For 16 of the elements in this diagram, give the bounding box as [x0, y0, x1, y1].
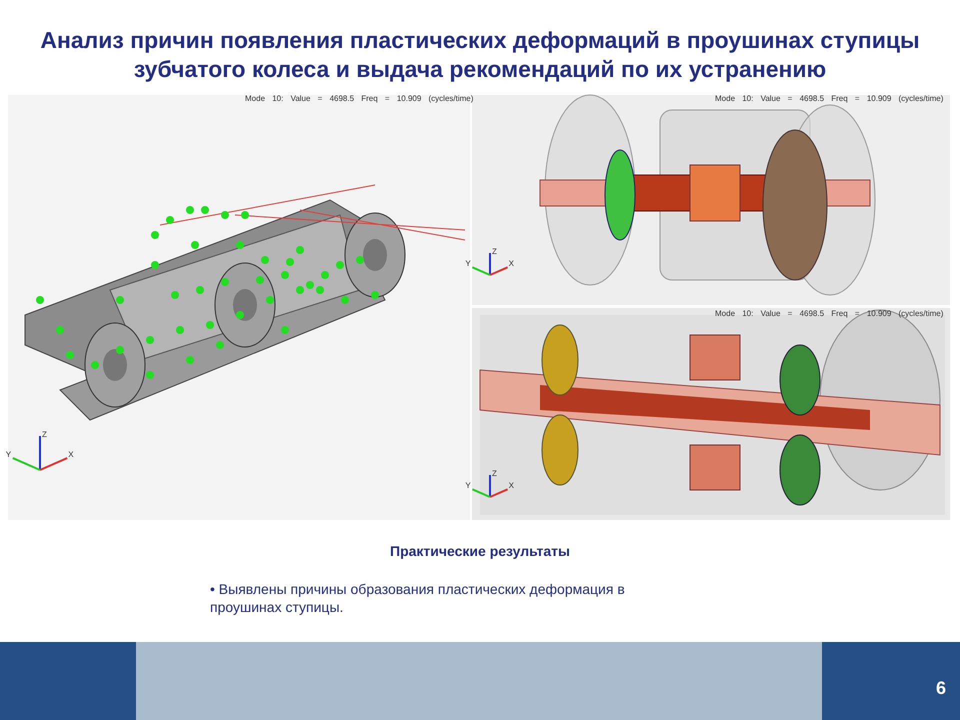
- mode-readout: Mode 10: Value = 4698.5 Freq = 10.909 (cycles/time): [245, 94, 474, 103]
- axis-label: X: [68, 450, 74, 460]
- section-heading: Практические результаты: [389, 543, 571, 559]
- axis-label: X: [508, 481, 514, 490]
- axis-label: Y: [465, 259, 471, 268]
- mode-readout: Mode 10: Value = 4698.5 Freq = 10.909 (cycles/time): [715, 309, 944, 318]
- axis-label: Y: [6, 450, 12, 460]
- axis-label: Z: [42, 430, 47, 439]
- page-number: 6: [936, 678, 946, 699]
- axis-label: Y: [465, 481, 471, 490]
- slide-title: Анализ причин появления пластических деформаций в проушинах ступицы зубчатого колеса и выдача рекомендаций по их устранению: [39, 26, 921, 84]
- axis-label: Z: [492, 469, 497, 478]
- axis-label: Z: [492, 247, 497, 256]
- bullet-text: • Выявлены причины образования пластических деформация в проушинах ступицы.: [210, 580, 626, 616]
- mode-readout: Mode 10: Value = 4698.5 Freq = 10.909 (cycles/time): [715, 94, 944, 103]
- axis-label: X: [508, 259, 514, 268]
